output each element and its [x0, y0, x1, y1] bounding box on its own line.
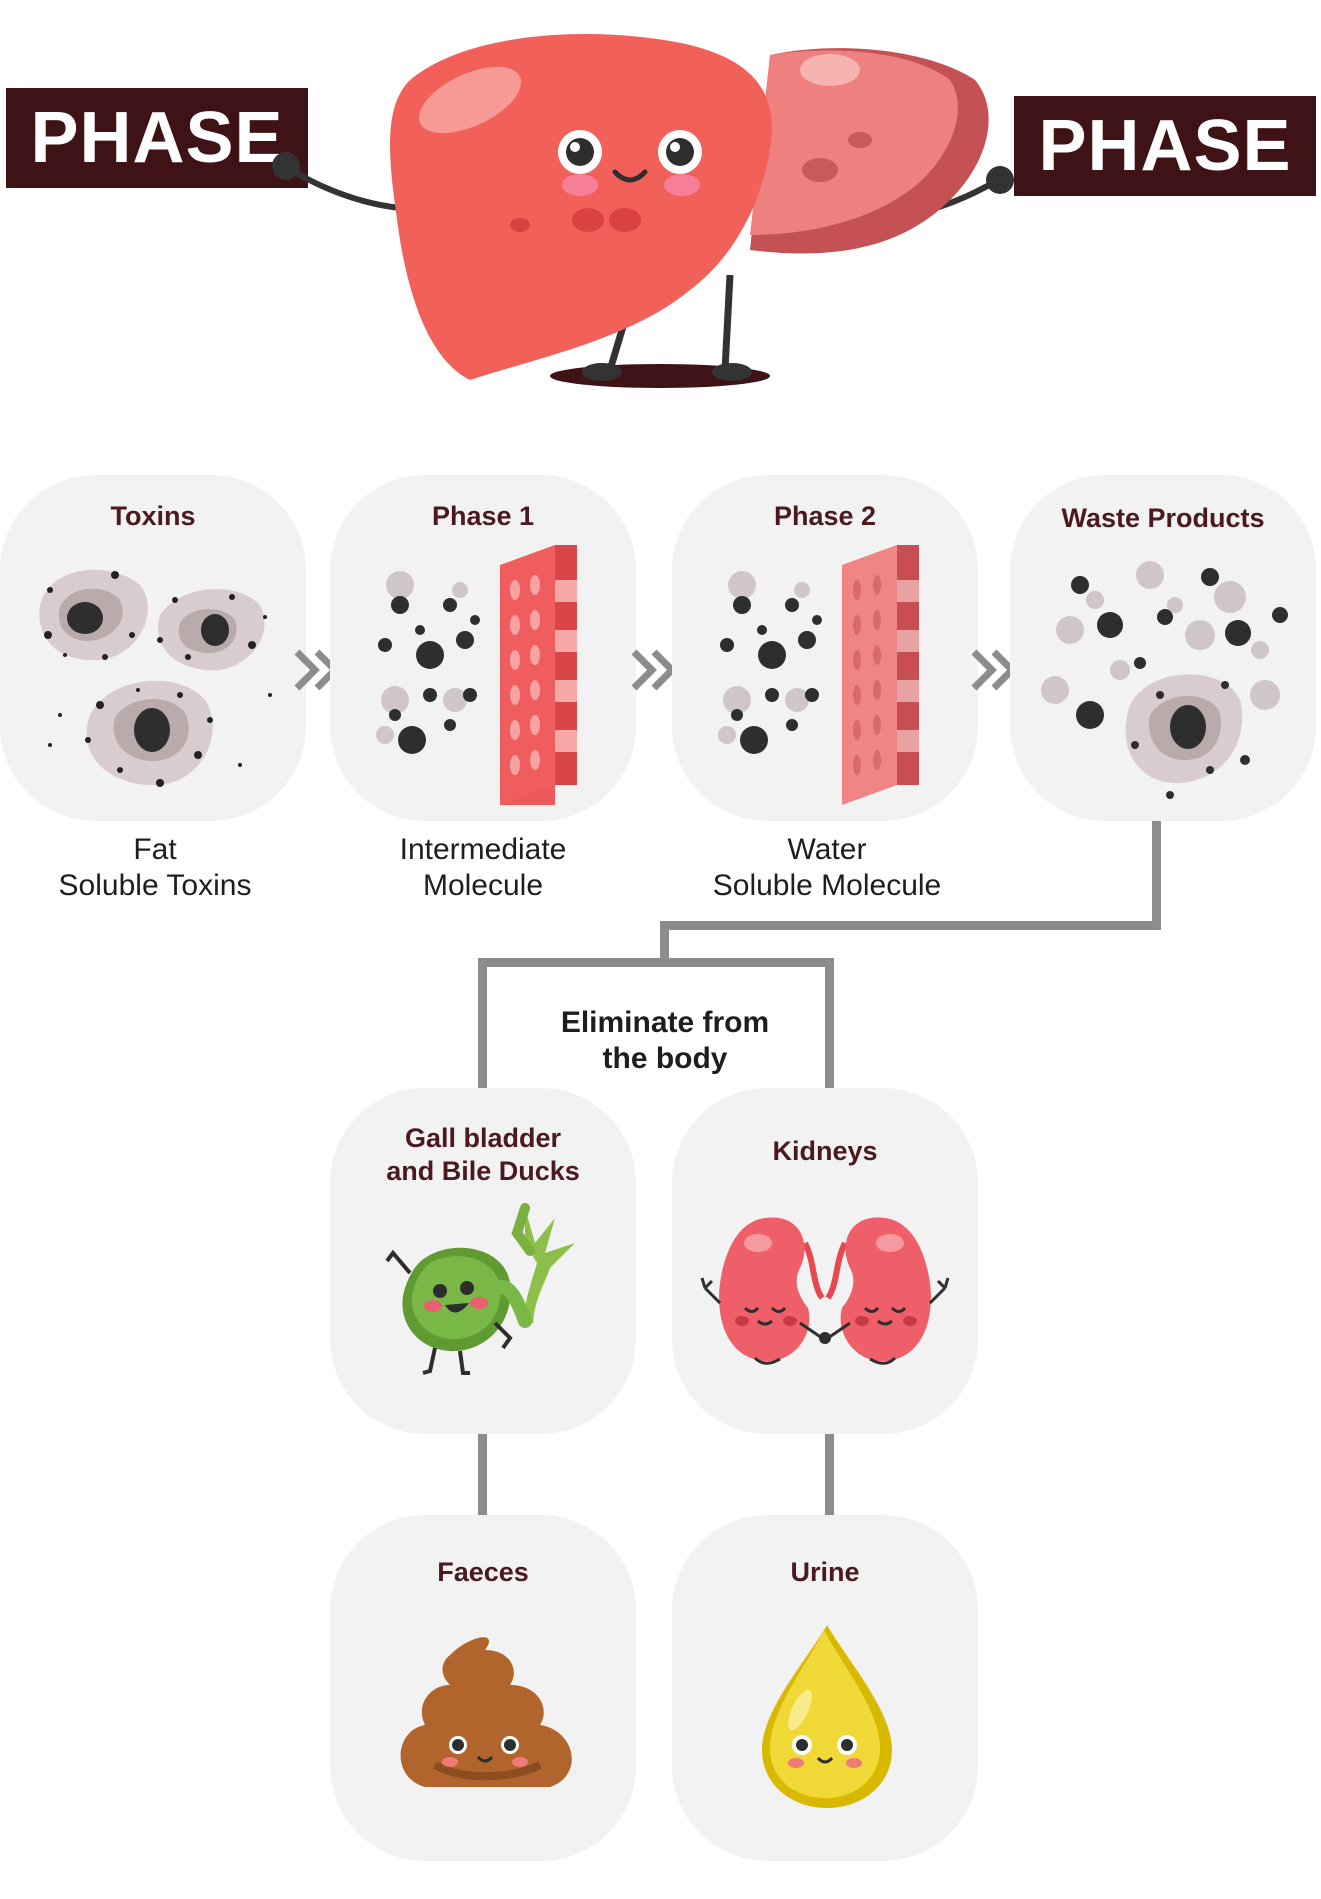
kidneys-title: Kidneys	[772, 1136, 878, 1166]
urine-title: Urine	[790, 1557, 860, 1587]
urine-drop-icon	[762, 1625, 892, 1808]
toxin-cluster-icon	[39, 569, 272, 787]
phase-1-banner: PHASE 1	[6, 88, 308, 278]
connector-line	[825, 1434, 834, 1518]
connector-line	[660, 921, 1161, 930]
connector-line	[478, 1434, 487, 1518]
urine-card: Urine	[672, 1515, 978, 1861]
connector-line	[478, 958, 834, 967]
faeces-icon	[400, 1637, 572, 1787]
waste-products-title: Waste Products	[1061, 503, 1265, 533]
phase-1-card: Phase 1	[330, 475, 636, 821]
connector-line	[825, 958, 834, 1093]
phase-2-banner: PHASE 2	[1014, 96, 1316, 286]
toxins-card: Toxins	[0, 475, 306, 821]
liver-mascot-icon	[272, 34, 1014, 388]
kidneys-icon	[700, 1217, 950, 1365]
phase-1-title: Phase 1	[431, 501, 535, 531]
kidneys-card: Kidneys	[672, 1088, 978, 1434]
toxins-title: Toxins	[110, 501, 196, 531]
faeces-title: Faeces	[437, 1557, 529, 1587]
phase-2-card: Phase 2	[672, 475, 978, 821]
faeces-card: Faeces	[330, 1515, 636, 1861]
waste-products-card: Waste Products	[1010, 475, 1316, 821]
connector-line	[1152, 821, 1161, 930]
water-soluble-molecule-icon	[718, 545, 919, 805]
gall-bladder-icon	[385, 1203, 575, 1375]
chevron-right-icon	[631, 649, 677, 691]
phase-2-title: Phase 2	[773, 501, 877, 531]
connector-line	[478, 958, 487, 1093]
intermediate-molecule-icon	[376, 545, 577, 805]
connector-line	[660, 921, 669, 963]
waste-products-icon	[1041, 561, 1288, 799]
